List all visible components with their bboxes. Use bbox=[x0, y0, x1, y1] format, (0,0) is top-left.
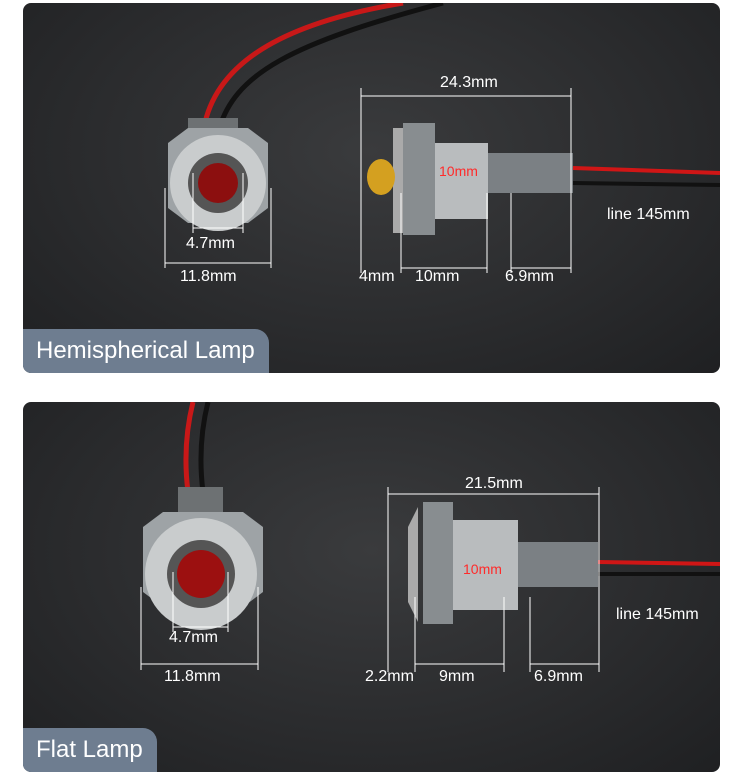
line-length: line 145mm bbox=[607, 206, 690, 223]
sleeve-length: 6.9mm bbox=[534, 668, 583, 685]
total-length: 24.3mm bbox=[440, 74, 498, 91]
front-inner-diameter: 4.7mm bbox=[186, 235, 235, 252]
sleeve-length: 6.9mm bbox=[505, 268, 554, 285]
flat-lamp-panel: 4.7mm 11.8mm 21.5mm 10mm 2.2mm 9mm 6.9mm… bbox=[23, 402, 720, 772]
hemispherical-lamp-panel: 4.7mm 11.8mm 24.3mm 10mm 4mm 10mm 6.9mm … bbox=[23, 3, 720, 373]
lamp-type-label: Flat Lamp bbox=[23, 728, 157, 772]
body-length: 9mm bbox=[439, 668, 475, 685]
front-outer-diameter: 11.8mm bbox=[164, 668, 221, 685]
flat-lamp-photo bbox=[140, 402, 720, 672]
lens-length: 4mm bbox=[359, 268, 395, 285]
front-outer-diameter: 11.8mm bbox=[180, 268, 237, 285]
thread-diameter: 10mm bbox=[463, 561, 502, 577]
hemispherical-lamp-photo bbox=[164, 3, 720, 273]
lamp-type-label: Hemispherical Lamp bbox=[23, 329, 269, 373]
body-length: 10mm bbox=[415, 268, 460, 285]
lens-length: 2.2mm bbox=[365, 668, 414, 685]
thread-diameter: 10mm bbox=[439, 163, 478, 179]
total-length: 21.5mm bbox=[465, 475, 523, 492]
front-inner-diameter: 4.7mm bbox=[169, 629, 218, 646]
line-length: line 145mm bbox=[616, 606, 699, 623]
